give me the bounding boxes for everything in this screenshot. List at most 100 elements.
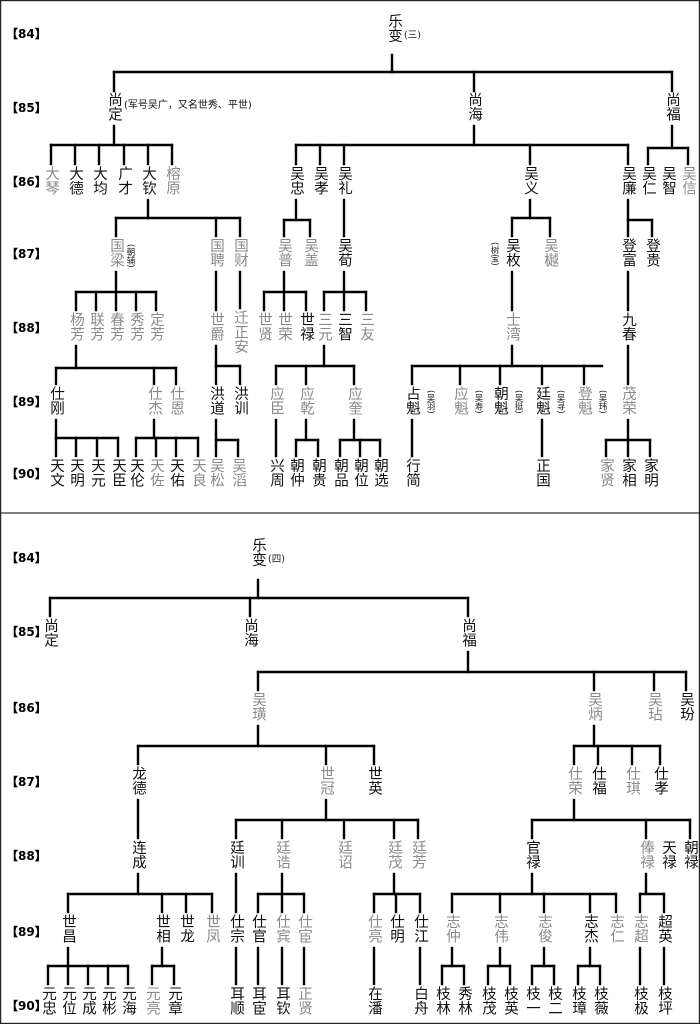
gen-label-90-s2: 【90】 [6,998,47,1013]
person-jiuchun: 九春 [620,312,636,342]
person-jiaxian: 家贤 [598,458,614,488]
person-wupu: 吴普 [276,238,292,267]
root-suffix: (三) [404,30,421,41]
person-tingzhao-s2: 廷诏 [336,840,352,870]
person-yuanwei-s2: 元位 [60,986,76,1015]
person-liancheng-s2: 连成 [130,840,146,871]
courtesy-zhankui: (吴羽) [425,390,435,414]
gen-label-85-s2: 【85】 [6,624,47,639]
person-zhimao-s2: 枝茂 [480,986,496,1017]
person-zhizhang-s2: 枝璋 [570,986,586,1016]
person-shixian: 世贤 [256,312,272,342]
person-shirong-s2: 仕荣 [566,766,582,796]
person-tingxun-s2: 廷训 [228,840,244,870]
person-guangcai: 广才 [116,166,132,197]
person-shizong-s2: 仕宗 [228,914,244,944]
person-shiguan2-s2: 仕官 [250,914,266,944]
person-shangfu-s2: 尚福 [460,618,476,648]
person-tingmao-s2: 廷茂 [386,840,402,871]
person-wutao: 吴滔 [230,458,246,487]
person-tianzuo: 天佐 [148,458,164,487]
person-shiying-s2: 世英 [366,766,382,796]
courtesy-chaokui: (吴挺) [513,390,523,414]
person-shangding: 尚定 [106,92,122,123]
person-yingqian: 应乾 [298,385,314,417]
person-hongxun: 洪训 [232,386,248,416]
person-zhengguo: 正国 [534,458,550,487]
person-denggui: 登贵 [644,238,660,268]
person-hongdao: 洪道 [208,386,224,416]
person-yuanzhang-s2: 元章 [166,986,182,1015]
person-chaoying-s2: 超英 [656,914,672,944]
courtesy-guoliang: (朝辅) [125,244,135,268]
person-daqin: 大琴 [43,166,59,196]
person-wugai: 吴盖 [302,238,318,267]
person-wugou: 吴荀 [336,238,352,268]
person-tianlu-s2: 天禄 [660,840,676,869]
person-shifu-s2: 仕福 [590,766,606,796]
person-zhiyi-s2: 枝一 [524,986,540,1015]
person-ershun-s2: 耳顺 [228,986,244,1015]
person-shifeng-s2: 世凤 [204,914,220,945]
person-lianfang: 联芳 [88,312,104,343]
person-chaoxuan: 朝选 [372,458,388,489]
person-sanzhi: 三智 [336,312,352,341]
person-wuhuang-s2: 吴璜 [250,692,266,721]
person-shilong-s2: 世龙 [178,914,194,944]
gen-label-89: 【89】 [6,394,47,409]
person-wuzhi: 吴智 [660,166,676,195]
courtesy-wumei: (树宝) [489,242,499,266]
person-zhiren-s2: 志仁 [608,914,624,944]
person-tingfang-s2: 廷芳 [410,840,426,871]
person-tianlun: 天伦 [128,458,144,488]
courtesy-tingkui: (吴寻) [555,390,565,414]
person-dingfang: 定芳 [148,312,164,343]
root-node-2: 乐变 [250,537,266,567]
person-chaokui: 朝魁 [492,386,508,416]
person-shijie: 仕杰 [146,386,162,416]
person-qianzhengan: 迁正安 [232,310,248,354]
person-tianwen: 天文 [48,458,64,487]
section-1-tree: 乐变 (三) (军号吴广，又名世秀、平世) 尚定尚海尚福大琴大德大均广才大钦榕原… [43,13,696,488]
person-shixiao-s2: 仕孝 [652,766,668,796]
gen-label-88: 【88】 [6,320,47,335]
person-zhijie-s2: 志杰 [582,914,598,944]
person-guopin: 国聘 [208,238,224,267]
person-shijue: 世爵 [208,312,224,342]
person-yingchen: 应臣 [268,385,284,416]
person-tianyuan: 天元 [89,458,105,488]
generation-labels: 【84】 【85】 【86】 【87】 【88】 【89】 【90】 【84】 … [6,26,47,1013]
person-chaozhong: 朝仲 [288,458,304,488]
person-zaifan-s2: 在潘 [366,986,382,1016]
person-zhiying-s2: 枝英 [502,986,518,1016]
person-wulian: 吴廉 [620,166,636,195]
person-wuli: 吴礼 [336,166,352,195]
person-tianchen: 天臣 [110,458,126,487]
person-erqin-s2: 耳钦 [274,986,290,1015]
person-wufang-s2: 吴玢 [678,692,694,722]
section-1-nodes: 尚定尚海尚福大琴大德大均广才大钦榕原吴忠吴孝吴礼吴义吴廉吴仁吴智吴信国梁国聘国财… [43,92,696,489]
person-chaopin: 朝品 [332,458,348,488]
person-tinggao-s2: 廷诰 [274,840,290,870]
gen-label-88-s2: 【88】 [6,848,47,863]
person-shiqi-s2: 仕琪 [624,766,640,796]
person-zhiwei2-s2: 枝薇 [592,986,608,1016]
person-shihuan-s2: 仕宦 [296,914,312,944]
person-shichang-s2: 世昌 [60,914,76,944]
person-xingjian: 行简 [404,458,420,489]
person-yuanzhong-s2: 元忠 [40,986,56,1015]
courtesy-dengkui: (吴玮) [597,390,607,414]
person-zhizhong-s2: 志仲 [444,914,460,944]
person-erhuan-s2: 耳宦 [250,986,266,1015]
person-fenglu-s2: 俸禄 [638,840,654,870]
person-tianliang: 天良 [190,458,206,487]
person-yuanhai-s2: 元海 [120,986,136,1015]
section-2-nodes: 尚定尚海尚福吴璜吴炳吴玷吴玢龙德世冠世英仕荣仕福仕琪仕孝连成廷训廷诰廷诏廷茂廷芳… [40,618,698,1017]
person-yingkui2: 应魁 [452,385,468,416]
person-xiufang: 秀芳 [128,312,144,343]
person-guanlu-s2: 官禄 [524,840,540,870]
person-zhilin-s2: 枝林 [434,986,450,1016]
section-2-connectors [46,578,692,986]
person-shiming-s2: 仕明 [388,914,404,945]
